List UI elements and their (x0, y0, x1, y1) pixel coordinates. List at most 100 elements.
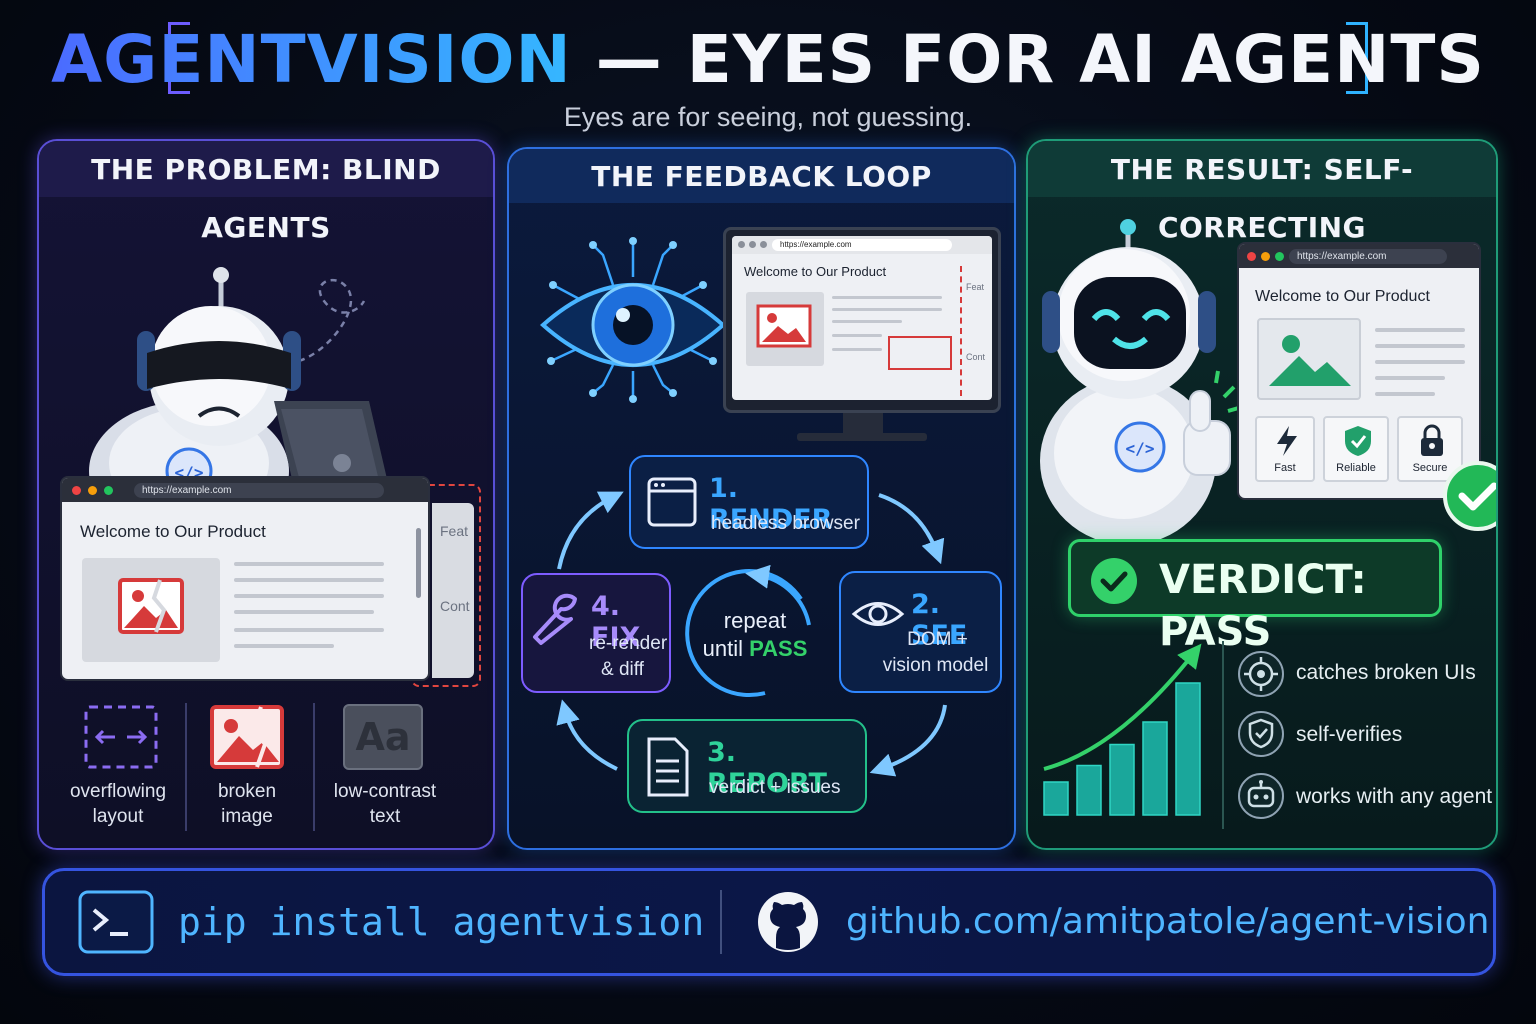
text-line (234, 628, 384, 632)
eye-icon (851, 602, 905, 626)
problem-heading: THE PROBLEM: BLIND AGENTS (39, 141, 493, 244)
result-panel: THE RESULT: SELF-CORRECTING </> https://… (1026, 139, 1498, 850)
lightning-icon (1277, 426, 1297, 456)
feature-divider (1222, 641, 1224, 829)
loop-heading: THE FEEDBACK LOOP (509, 149, 1014, 203)
browser-toolbar: https://example.com (732, 236, 992, 254)
pip-install-command[interactable]: pip install agentvision (178, 900, 705, 944)
step-see-sub-2: vision model (882, 655, 989, 676)
issue-highlight-box (888, 336, 952, 370)
address-bar: https://example.com (1289, 249, 1447, 264)
growth-bar (1175, 682, 1201, 816)
page-subtitle: Eyes are for seeing, not guessing. (563, 102, 973, 132)
dot-icon (760, 241, 767, 248)
step-report-title: 3. REPORT (707, 737, 827, 799)
broken-image-icon (118, 578, 184, 634)
github-icon (758, 892, 818, 952)
text-line (1375, 328, 1465, 332)
growth-bar (1142, 721, 1168, 816)
scrollbar-thumb (416, 528, 421, 598)
feature-self-verifies: self-verifies (1296, 723, 1403, 746)
overflow-layout-icon (84, 705, 158, 769)
lock-icon (1421, 424, 1443, 456)
text-line (1375, 392, 1435, 396)
verdict-badge: VERDICT: PASS (1068, 539, 1442, 655)
text-line (234, 578, 384, 582)
step-fix-sub-1: re-render (589, 633, 668, 654)
text-line (832, 320, 902, 323)
tile-secure: Secure (1397, 416, 1463, 482)
text-line (1375, 344, 1465, 348)
minimize-dot-icon (1261, 252, 1270, 261)
issue-divider (185, 703, 187, 831)
loop-center-text: repeat until PASS (702, 608, 808, 661)
close-dot-icon (1247, 252, 1256, 261)
overflow-text-features: Feat (966, 282, 985, 292)
pass-highlight: PASS (749, 636, 808, 661)
issue-broken-image-label: broken image (217, 781, 277, 827)
step-fix-sub-2: & diff (601, 659, 644, 680)
feature-shield (1238, 711, 1284, 757)
step-see-sub-1: DOM + (907, 629, 968, 650)
issue-divider (313, 703, 315, 831)
tile-fast: Fast (1255, 416, 1315, 482)
page-title: AGENTVISION — EYES FOR AI AGENTS (0, 18, 1536, 102)
growth-bar (1109, 743, 1135, 816)
tile-fast-label: Fast (1274, 462, 1296, 474)
browser-page-heading: Welcome to Our Product (80, 522, 266, 541)
crosshair-icon (1244, 657, 1278, 691)
github-repo-link[interactable]: github.com/amitpatole/agent-vision (846, 901, 1490, 942)
robot-icon (1247, 780, 1275, 808)
feature-works-any-agent: works with any agent (1296, 785, 1493, 808)
svg-text:</>: </> (1126, 439, 1155, 458)
low-contrast-text-icon: Aa (343, 704, 423, 770)
image-icon (1269, 335, 1351, 386)
tile-reliable-label: Reliable (1336, 462, 1376, 474)
check-circle-icon (1091, 558, 1137, 604)
step-fix-title: 4. FIX (591, 591, 641, 653)
issue-low-contrast-label: low-contrast text (333, 781, 437, 827)
address-bar: https://example.com (772, 239, 952, 251)
footer-divider (720, 890, 722, 954)
tile-secure-label: Secure (1412, 462, 1448, 474)
broken-image-placeholder (82, 558, 220, 662)
minimize-dot-icon (88, 486, 97, 495)
title-bracket-left (168, 22, 190, 94)
close-dot-icon (72, 486, 81, 495)
browser-toolbar: https://example.com (1239, 244, 1479, 268)
shield-check-outline-icon (1248, 718, 1274, 749)
step-render: 1. RENDER headless browser (629, 455, 869, 549)
image-placeholder (746, 292, 824, 366)
monitor-neck (843, 413, 883, 435)
step-render-title: 1. RENDER (709, 473, 833, 535)
step-fix: 4. FIX re-render & diff (521, 573, 671, 693)
text-line (234, 594, 384, 598)
verified-check-icon (1443, 461, 1496, 531)
monitor-stand (797, 433, 927, 441)
step-report: 3. REPORT verdict + issues (627, 719, 867, 813)
text-line (832, 308, 942, 311)
browser-page-heading: Welcome to Our Product (744, 264, 887, 279)
monitor-frame: https://example.com Welcome to Our Produ… (723, 227, 1001, 413)
text-line (234, 610, 374, 614)
text-line (832, 348, 882, 351)
dot-icon (738, 241, 745, 248)
step-report-sub: verdict + issues (709, 777, 841, 798)
monitor-browser: https://example.com Welcome to Our Produ… (732, 236, 992, 400)
text-line (234, 562, 384, 566)
shield-check-icon (1345, 426, 1371, 456)
text-line (1375, 360, 1465, 364)
tile-reliable: Reliable (1323, 416, 1389, 482)
verified-browser-window: https://example.com Welcome to Our Produ… (1237, 242, 1481, 500)
overflow-text-content: Cont (966, 352, 986, 362)
broken-image-issue-icon (210, 705, 284, 769)
broken-browser-window: https://example.com Welcome to Our Produ… (60, 476, 430, 681)
title-tagline: — EYES FOR AI AGENTS (571, 21, 1485, 98)
maximize-dot-icon (1275, 252, 1284, 261)
feature-catches-broken: catches broken UIs (1296, 661, 1476, 684)
step-see: 2. SEE DOM + vision model (839, 571, 1002, 693)
blind-robot-illustration: </> (89, 267, 397, 521)
browser-toolbar: https://example.com (62, 478, 428, 502)
overflow-guide-line (960, 266, 962, 396)
image-placeholder (1257, 318, 1361, 400)
